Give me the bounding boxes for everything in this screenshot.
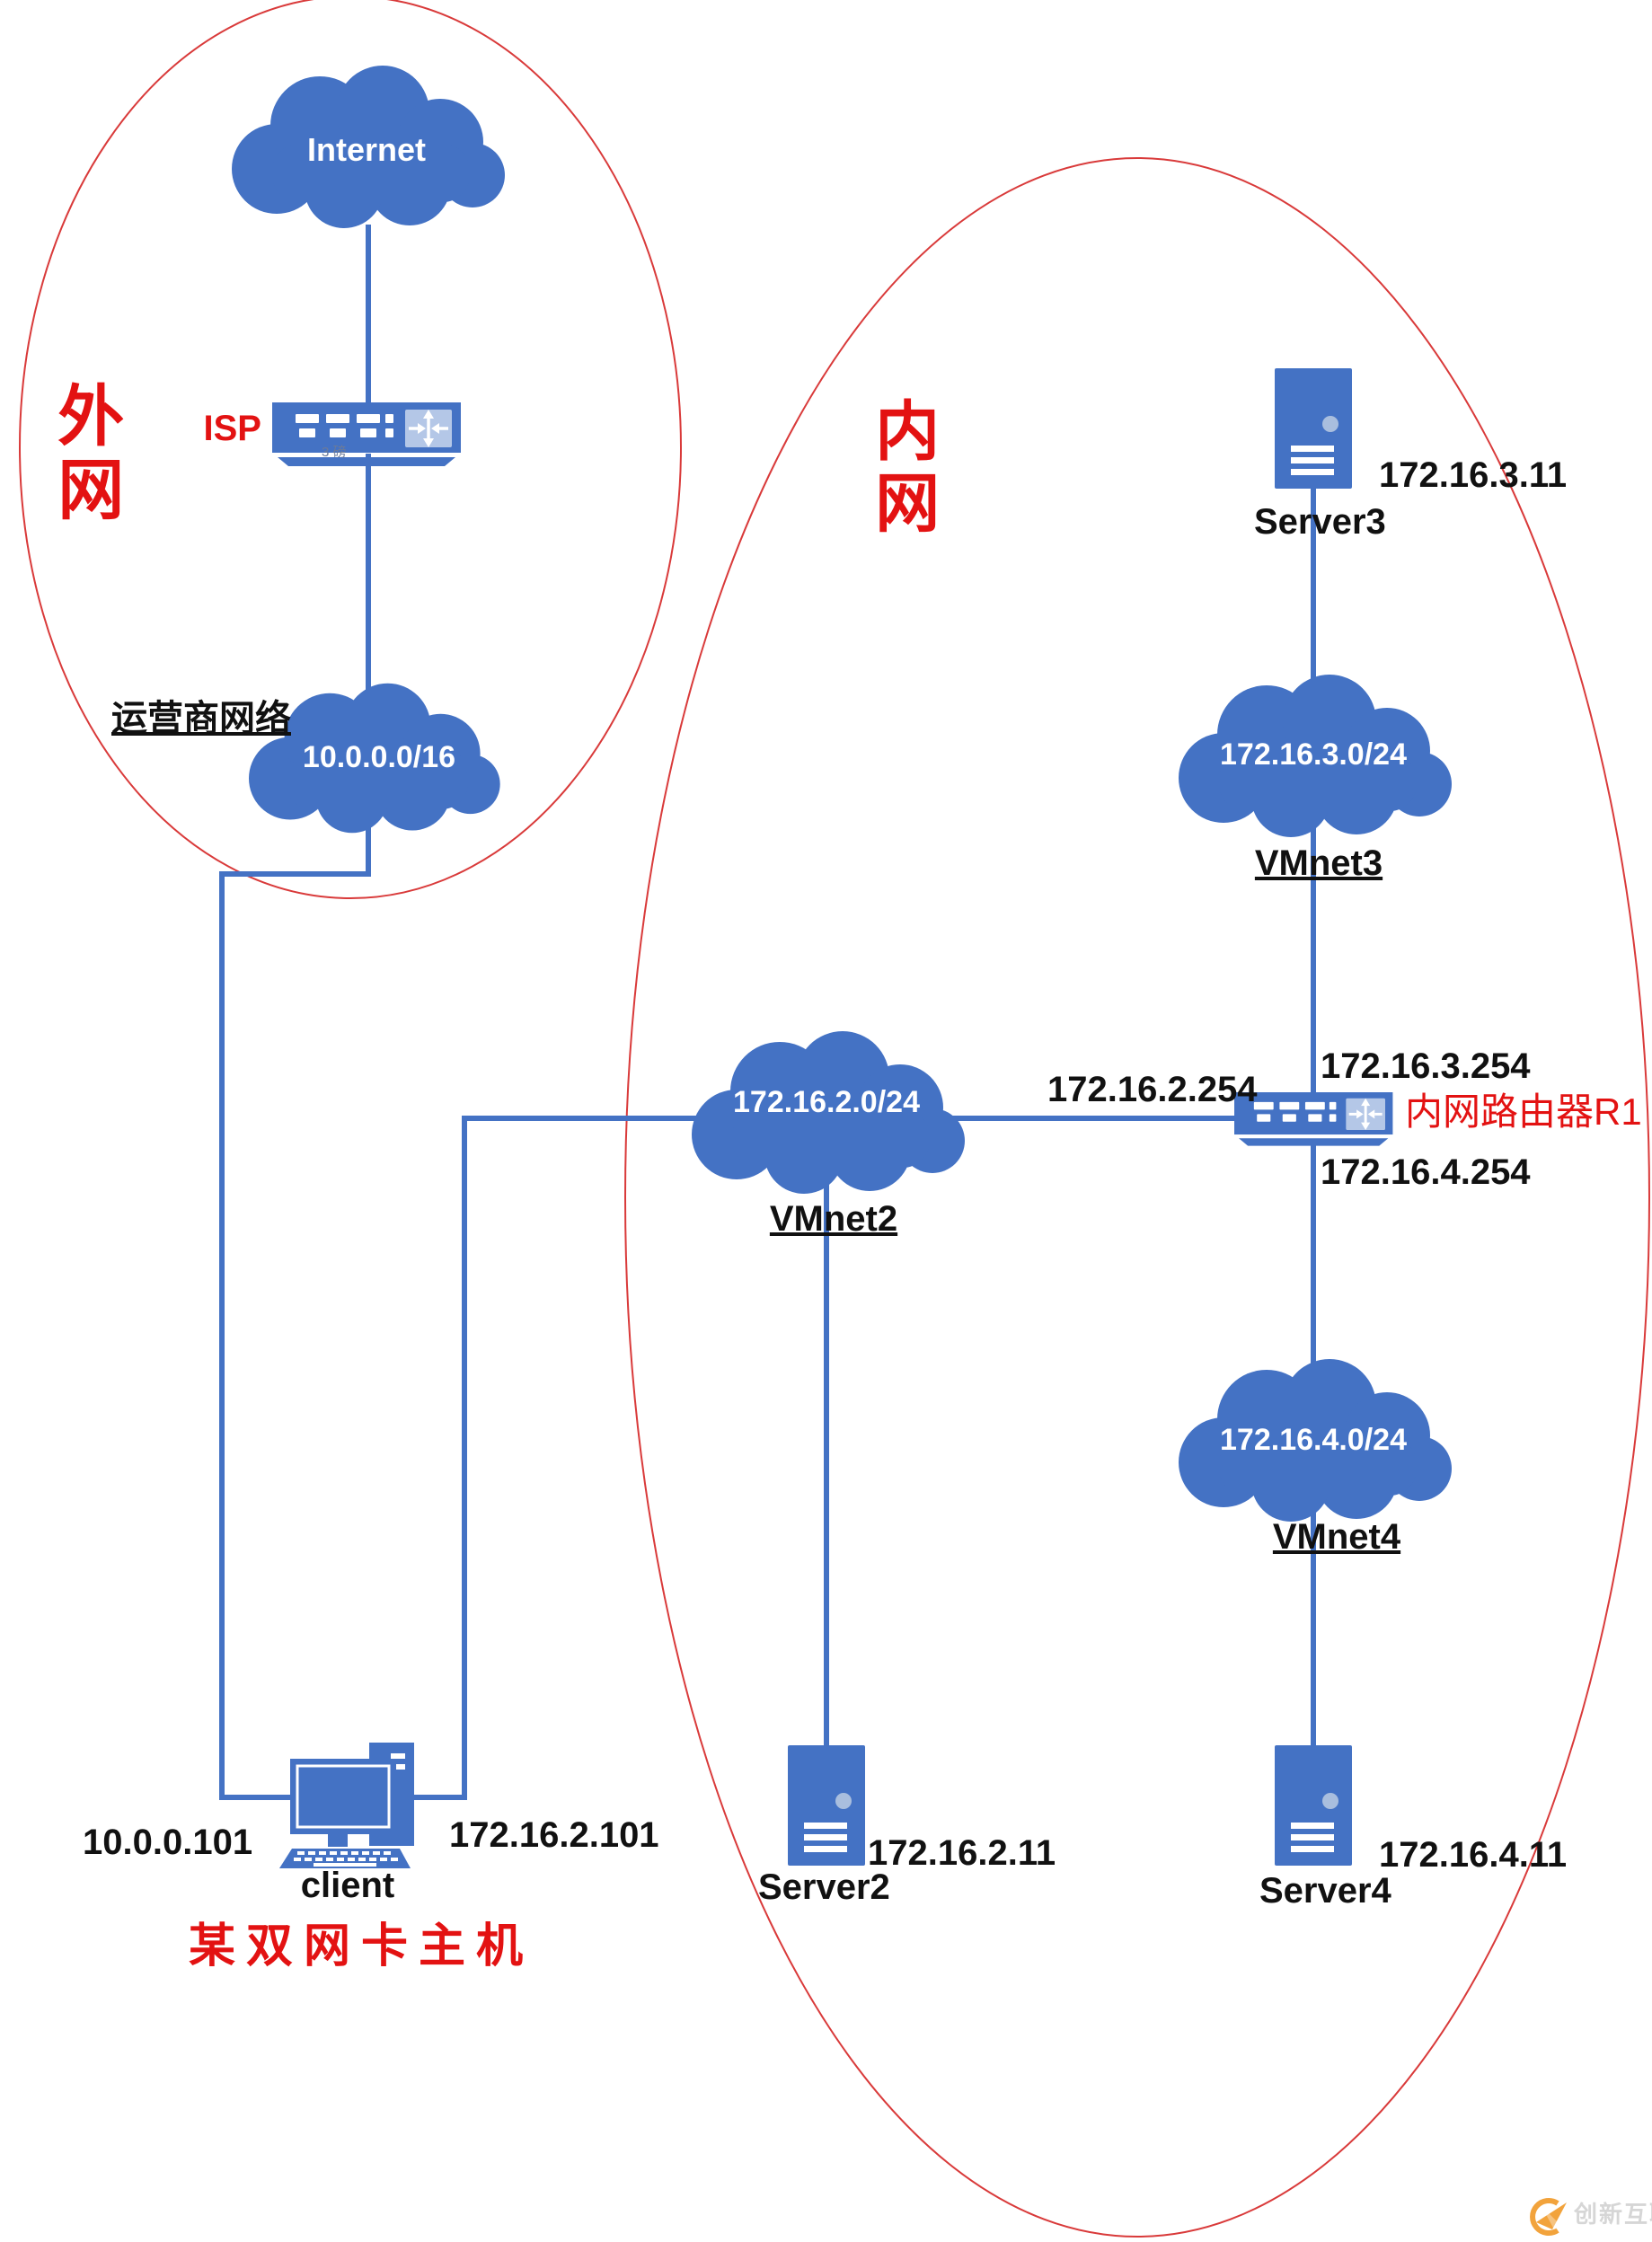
- r1-router-label: 内网路由器R1: [1405, 1090, 1642, 1133]
- server2-icon: [788, 1745, 865, 1866]
- client-caption: 某双网卡主机: [189, 1920, 534, 1973]
- client-name: client: [300, 1866, 395, 1905]
- r1-if-vmnet4-ip: 172.16.4.254: [1321, 1152, 1531, 1192]
- vmnet2-name: VMnet2: [769, 1199, 898, 1239]
- isp-label: ISP: [203, 409, 261, 448]
- vmnet4-name: VMnet4: [1272, 1517, 1401, 1557]
- vmnet4-cidr: 172.16.4.0/24: [1220, 1423, 1407, 1457]
- watermark-logo-icon: [1530, 2198, 1567, 2236]
- server2-ip: 172.16.2.11: [868, 1833, 1056, 1873]
- vmnet2-cidr: 172.16.2.0/24: [733, 1085, 920, 1119]
- internet-cloud-label: Internet: [306, 131, 426, 168]
- outer-zone-ellipse: [19, 0, 682, 899]
- server3-name: Server3: [1254, 502, 1386, 542]
- client-lan-ip: 172.16.2.101: [449, 1815, 659, 1855]
- client-wan-ip: 10.0.0.101: [83, 1823, 253, 1862]
- server4-icon: [1275, 1745, 1352, 1866]
- r1-router-icon: [1232, 1090, 1394, 1148]
- link-carrier-client: [219, 804, 371, 1800]
- inner-zone-label: 内网: [864, 397, 937, 541]
- r1-if-vmnet2-ip: 172.16.2.254: [1047, 1070, 1258, 1109]
- server2-name: Server2: [758, 1867, 890, 1907]
- r1-if-vmnet3-ip: 172.16.3.254: [1321, 1046, 1531, 1086]
- carrier-network-label: 运营商网络: [111, 699, 291, 738]
- isp-size-note: 3 磅: [322, 445, 347, 460]
- inner-zone-ellipse: [624, 157, 1650, 2238]
- server3-icon: [1275, 368, 1352, 489]
- client-computer-icon: [279, 1743, 414, 1868]
- outer-zone-label: 外网: [48, 381, 123, 528]
- server3-ip: 172.16.3.11: [1379, 455, 1568, 495]
- server4-ip: 172.16.4.11: [1379, 1835, 1568, 1875]
- vmnet3-name: VMnet3: [1254, 843, 1383, 883]
- carrier-cloud-cidr: 10.0.0.0/16: [302, 740, 456, 774]
- vmnet3-cidr: 172.16.3.0/24: [1220, 737, 1407, 772]
- server4-name: Server4: [1259, 1871, 1391, 1911]
- watermark-text: 创新互联: [1574, 2201, 1652, 2228]
